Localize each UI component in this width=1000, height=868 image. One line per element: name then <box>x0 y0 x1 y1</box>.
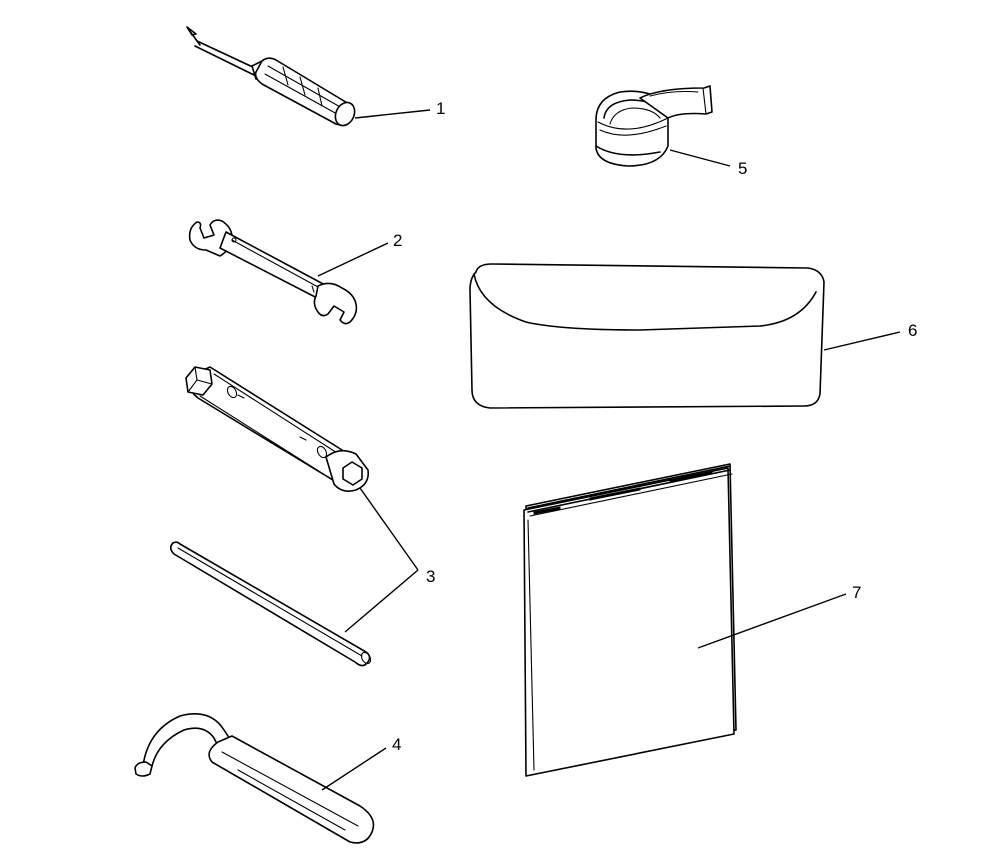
callout-6: 6 <box>908 321 917 340</box>
callout-4: 4 <box>392 735 401 754</box>
spanner-hook-wrench-icon <box>134 713 375 844</box>
leader-line-1 <box>354 109 431 119</box>
leader-line-7 <box>697 593 847 649</box>
owners-manual-icon <box>523 463 737 777</box>
strap-roll-icon <box>595 85 713 167</box>
tool-pouch-icon <box>469 263 825 409</box>
leader-line-4 <box>321 747 387 791</box>
screwdriver-icon <box>186 26 356 127</box>
leader-line-3a <box>359 487 419 571</box>
leader-line-5 <box>669 149 731 167</box>
callout-3: 3 <box>426 567 435 586</box>
callout-5: 5 <box>738 159 747 178</box>
tommy-bar-icon <box>169 541 372 667</box>
callout-2: 2 <box>393 231 402 250</box>
leader-line-6 <box>823 331 901 351</box>
open-end-wrench-icon <box>188 219 358 325</box>
callout-7: 7 <box>852 583 861 602</box>
spark-plug-socket-wrench-icon <box>185 366 370 492</box>
leader-line-2 <box>317 242 389 277</box>
callout-1: 1 <box>436 99 445 118</box>
leader-line-3b <box>344 569 419 633</box>
